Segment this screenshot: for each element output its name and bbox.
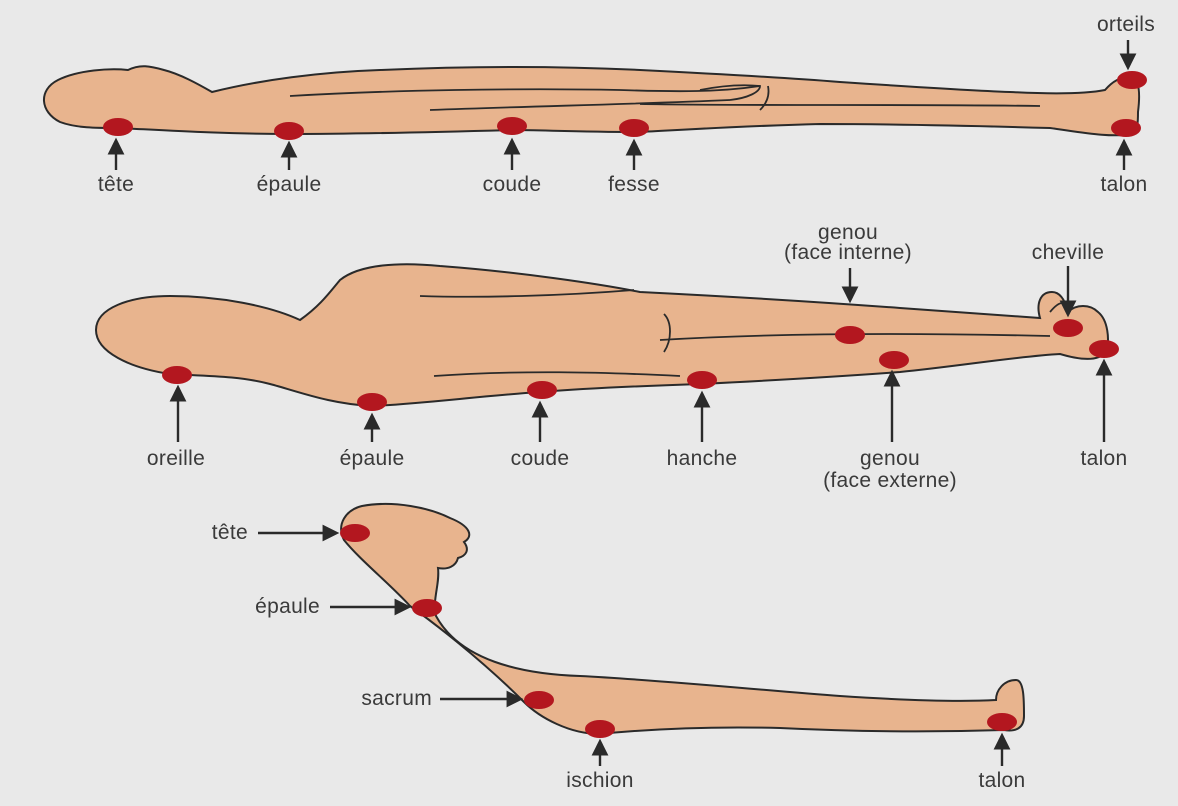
lateral-point-knee-inner: [835, 326, 865, 344]
lateral-label-shoulder: épaule: [340, 448, 405, 470]
lateral-label-knee-inner-line2: (face interne): [784, 242, 912, 264]
lateral-label-knee-outer-line1: genou: [860, 448, 920, 470]
lateral-point-heel: [1089, 340, 1119, 358]
supine-label-shoulder: épaule: [257, 174, 322, 196]
supine-point-shoulder: [274, 122, 304, 140]
lateral-label-ear: oreille: [147, 448, 205, 470]
seated-point-heel: [987, 713, 1017, 731]
supine-figure: [44, 66, 1139, 135]
lateral-label-knee-outer-line2: (face externe): [823, 470, 957, 492]
lateral-point-knee-outer: [879, 351, 909, 369]
lateral-point-hip: [687, 371, 717, 389]
lateral-point-shoulder: [357, 393, 387, 411]
seated-point-sacrum: [524, 691, 554, 709]
seated-point-shoulder: [412, 599, 442, 617]
seated-label-sacrum: sacrum: [361, 688, 432, 710]
supine-label-heel: talon: [1100, 174, 1147, 196]
lateral-figure: [96, 264, 1108, 406]
lateral-label-elbow: coude: [511, 448, 570, 470]
seated-point-head: [340, 524, 370, 542]
lateral-label-hip: hanche: [667, 448, 738, 470]
supine-body: [44, 66, 1139, 135]
lateral-point-elbow: [527, 381, 557, 399]
seated-label-heel: talon: [978, 770, 1025, 792]
seated-point-ischium: [585, 720, 615, 738]
seated-label-shoulder: épaule: [255, 596, 320, 618]
supine-point-toes: [1117, 71, 1147, 89]
lateral-label-heel: talon: [1080, 448, 1127, 470]
supine-label-buttock: fesse: [608, 174, 660, 196]
seated-label-ischium: ischion: [566, 770, 633, 792]
supine-label-elbow: coude: [483, 174, 542, 196]
lateral-point-ear: [162, 366, 192, 384]
supine-label-toes: orteils: [1097, 14, 1155, 36]
lateral-point-ankle: [1053, 319, 1083, 337]
lateral-label-ankle: cheville: [1032, 242, 1104, 264]
supine-point-elbow: [497, 117, 527, 135]
supine-point-buttock: [619, 119, 649, 137]
supine-label-head: tête: [98, 174, 134, 196]
supine-point-head: [103, 118, 133, 136]
supine-point-heel: [1111, 119, 1141, 137]
seated-label-head: tête: [212, 522, 248, 544]
